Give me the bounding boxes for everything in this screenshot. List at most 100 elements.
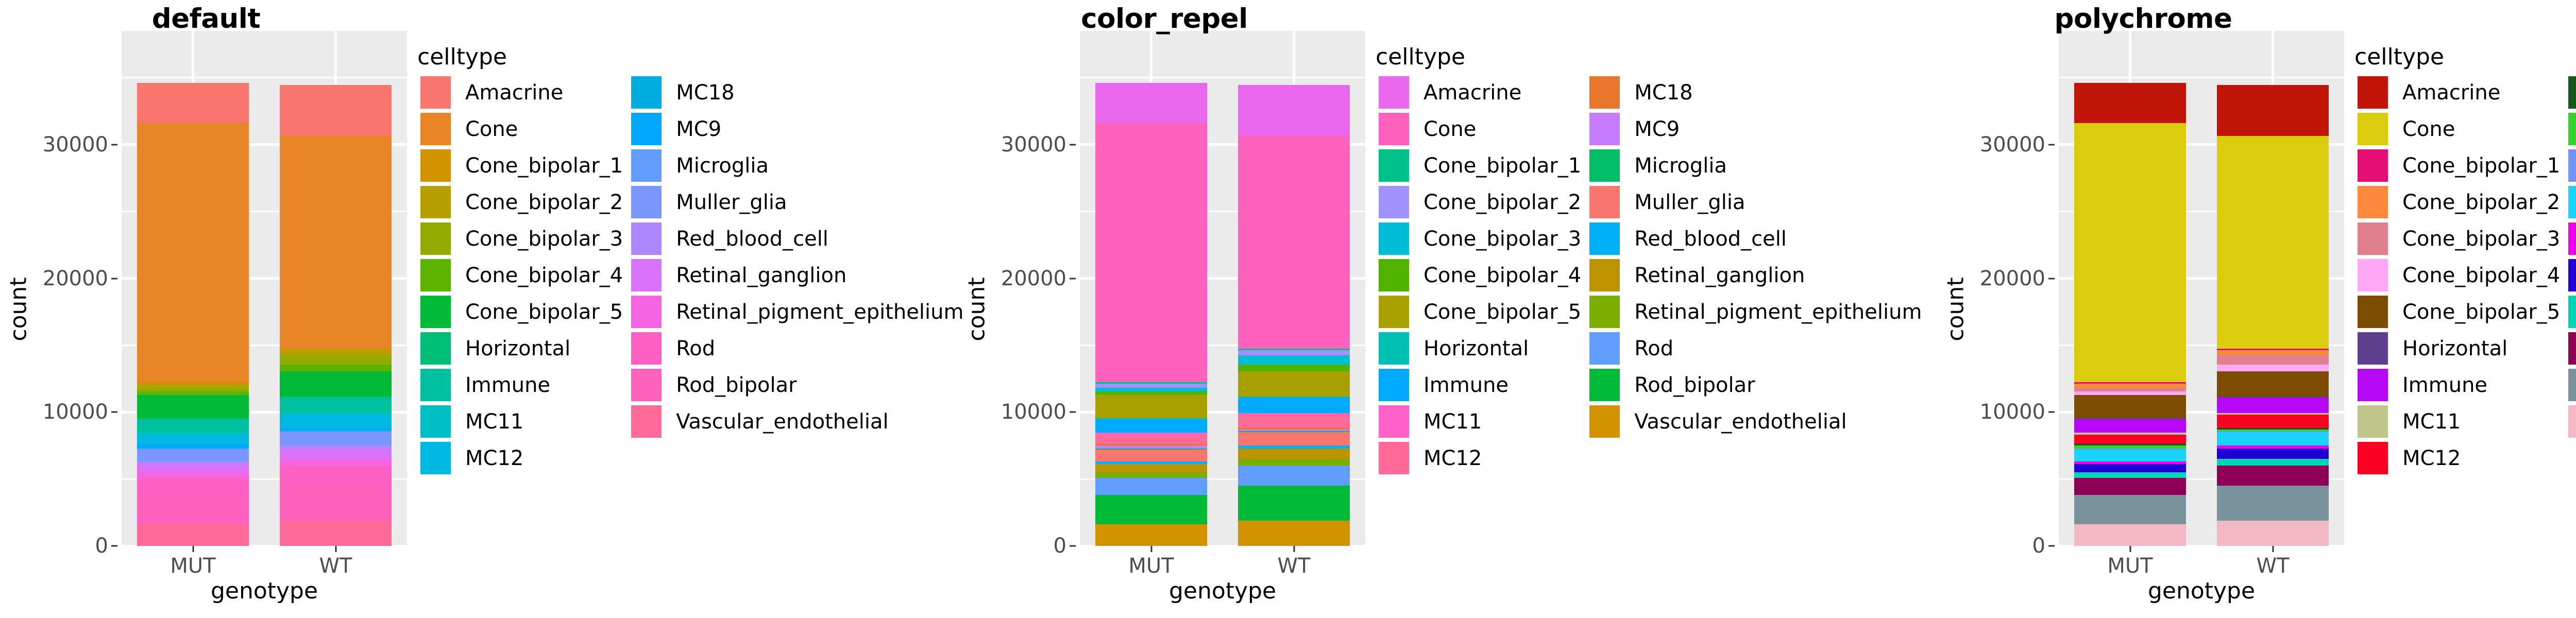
panel-background	[122, 31, 407, 546]
legend-color-swatch	[1589, 186, 1620, 219]
legend-item[interactable]: Red_blood_cell	[1581, 220, 1922, 258]
bar-segment	[1238, 520, 1350, 546]
legend-item[interactable]: MC9	[1581, 111, 1922, 148]
y-tick-mark	[1070, 144, 1076, 146]
legend-item[interactable]: Amacrine	[1370, 74, 1581, 111]
bar-segment	[2074, 418, 2186, 419]
legend-item[interactable]: Cone_bipolar_2	[2349, 184, 2560, 221]
legend-item-label: MC18	[1634, 80, 1693, 105]
y-tick-label: 20000	[1001, 266, 1066, 290]
legend-item[interactable]: Muller_glia	[2560, 184, 2576, 221]
legend-item[interactable]: MC12	[1370, 440, 1581, 477]
legend-item[interactable]: Immune	[1370, 367, 1581, 404]
legend-item[interactable]: Muller_glia	[623, 184, 963, 221]
legend-color-swatch	[1589, 149, 1620, 182]
legend-item[interactable]: Immune	[2349, 367, 2560, 404]
legend-item[interactable]: MC11	[1370, 403, 1581, 440]
gridline-minor-y	[122, 211, 407, 213]
legend-item[interactable]: Cone_bipolar_4	[2349, 257, 2560, 294]
bar-segment	[1095, 418, 1207, 419]
legend-item[interactable]: Red_blood_cell	[623, 220, 963, 258]
legend-color-swatch	[420, 259, 451, 292]
legend-item[interactable]: MC18	[1581, 74, 1922, 111]
legend-item[interactable]: MC12	[2349, 440, 2560, 477]
bar-segment	[280, 432, 392, 445]
bar-segment	[137, 418, 249, 419]
legend-item[interactable]: Amacrine	[412, 74, 623, 111]
legend-item[interactable]: Cone_bipolar_2	[412, 184, 623, 221]
legend-item[interactable]: Cone	[1370, 111, 1581, 148]
legend-item[interactable]: Cone_bipolar_1	[2349, 147, 2560, 184]
gridline-minor-y	[1080, 478, 1365, 480]
legend-item[interactable]: Cone_bipolar_5	[2349, 294, 2560, 331]
legend-item[interactable]: Cone_bipolar_5	[412, 294, 623, 331]
legend-swatch-wrap	[628, 257, 665, 294]
legend-item[interactable]: Cone_bipolar_3	[1370, 220, 1581, 258]
bar-segment	[137, 477, 249, 495]
legend-item[interactable]: Cone_bipolar_3	[412, 220, 623, 258]
legend-item[interactable]: Cone_bipolar_1	[412, 147, 623, 184]
legend-item[interactable]: Retinal_pigment_epithelium	[623, 294, 963, 331]
panel-background	[1080, 31, 1365, 546]
legend-swatch-wrap	[1586, 74, 1623, 111]
bar-segment	[1238, 413, 1350, 415]
legend-item[interactable]: Retinal_ganglion	[1581, 257, 1922, 294]
bar-segment	[1095, 382, 1207, 384]
legend-item[interactable]: Cone_bipolar_5	[1370, 294, 1581, 331]
legend-item[interactable]: Red_blood_cell	[2560, 220, 2576, 258]
stacked-bar-MUT	[1095, 82, 1207, 546]
legend-item[interactable]: Microglia	[623, 147, 963, 184]
bar-segment	[2074, 445, 2186, 449]
legend-item[interactable]: Cone_bipolar_4	[412, 257, 623, 294]
y-tick-mark	[1070, 411, 1076, 413]
legend-item[interactable]: Microglia	[2560, 147, 2576, 184]
legend-color-swatch	[1589, 76, 1620, 109]
bar-segment	[1095, 434, 1207, 444]
legend-item[interactable]: Cone_bipolar_2	[1370, 184, 1581, 221]
bar-segment	[1238, 365, 1350, 372]
legend-item[interactable]: Rod_bipolar	[2560, 367, 2576, 404]
legend-color-swatch	[420, 405, 451, 438]
legend-item[interactable]: Retinal_pigment_epithelium	[1581, 294, 1922, 331]
legend-item[interactable]: Cone	[412, 111, 623, 148]
legend-item[interactable]: Rod	[1581, 330, 1922, 367]
legend-item[interactable]: MC12	[412, 440, 623, 477]
legend-item[interactable]: Horizontal	[1370, 330, 1581, 367]
legend-item[interactable]: Retinal_ganglion	[2560, 257, 2576, 294]
legend-item[interactable]: MC18	[623, 74, 963, 111]
legend-item[interactable]: Cone	[2349, 111, 2560, 148]
legend-item[interactable]: Vascular_endothelial	[623, 403, 963, 440]
legend-item[interactable]: Microglia	[1581, 147, 1922, 184]
legend-item[interactable]: Rod_bipolar	[623, 367, 963, 404]
bar-segment	[137, 464, 249, 472]
legend-item[interactable]: Horizontal	[2349, 330, 2560, 367]
legend-color-swatch	[2568, 296, 2576, 329]
legend-item[interactable]: Rod	[623, 330, 963, 367]
legend-item[interactable]: Rod	[2560, 330, 2576, 367]
legend-item[interactable]: Cone_bipolar_4	[1370, 257, 1581, 294]
legend-item[interactable]: MC11	[2349, 403, 2560, 440]
legend-item[interactable]: Cone_bipolar_3	[2349, 220, 2560, 258]
legend-item[interactable]: Vascular_endothelial	[2560, 403, 2576, 440]
legend-item[interactable]: Retinal_pigment_epithelium	[2560, 294, 2576, 331]
bar-segment	[280, 371, 392, 397]
legend-item[interactable]: Cone_bipolar_1	[1370, 147, 1581, 184]
legend-item[interactable]: Muller_glia	[1581, 184, 1922, 221]
legend-item[interactable]: MC9	[2560, 111, 2576, 148]
legend-item[interactable]: MC9	[623, 111, 963, 148]
legend-item[interactable]: Vascular_endothelial	[1581, 403, 1922, 440]
legend-item[interactable]: Rod_bipolar	[1581, 367, 1922, 404]
legend-item[interactable]: Immune	[412, 367, 623, 404]
gridline-minor-y	[1080, 211, 1365, 213]
legend-item[interactable]: MC11	[412, 403, 623, 440]
legend-color-swatch	[2568, 332, 2576, 365]
legend-color-swatch	[2568, 186, 2576, 219]
legend-item-label: Cone	[2402, 117, 2455, 141]
legend-item[interactable]: MC18	[2560, 74, 2576, 111]
legend-item[interactable]: Horizontal	[412, 330, 623, 367]
legend-item[interactable]: Retinal_ganglion	[623, 257, 963, 294]
legend-item[interactable]: Amacrine	[2349, 74, 2560, 111]
